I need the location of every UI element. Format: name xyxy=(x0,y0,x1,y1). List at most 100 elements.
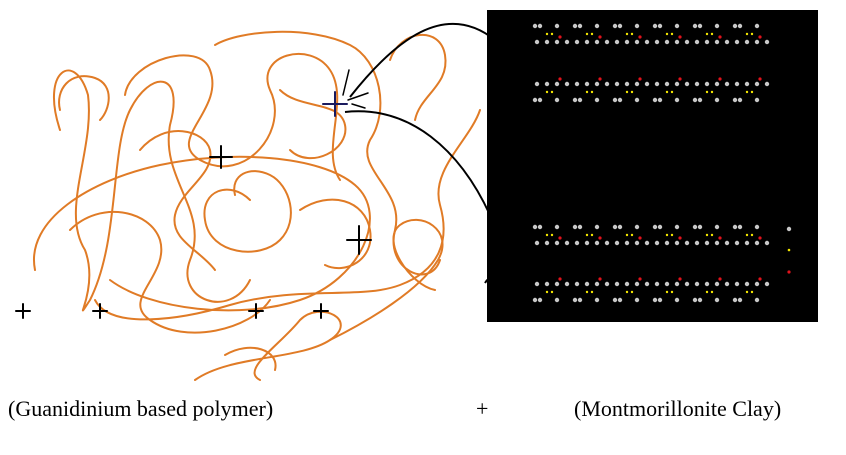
clay-atom xyxy=(617,297,623,303)
polymer-chain xyxy=(124,53,341,181)
plus-charge-icon xyxy=(248,303,264,319)
clay-atom xyxy=(684,240,690,246)
clay-atom xyxy=(532,97,538,103)
clay-atom xyxy=(604,39,610,45)
clay-charge xyxy=(598,236,602,240)
clay-atom xyxy=(572,23,578,29)
clay-atom xyxy=(684,39,690,45)
clay-atom xyxy=(734,281,740,287)
clay-atom xyxy=(744,240,750,246)
clay-charge xyxy=(678,77,682,81)
clay-charge xyxy=(638,35,642,39)
clay-atom xyxy=(732,224,738,230)
polymer-chain xyxy=(203,170,292,253)
clay-site xyxy=(625,290,629,294)
clay-atom xyxy=(674,23,680,29)
clay-site xyxy=(550,233,554,237)
clay-atom xyxy=(754,297,760,303)
clay-atom xyxy=(634,81,640,87)
clay-atom xyxy=(674,81,680,87)
clay-atom xyxy=(754,240,760,246)
clay-atom xyxy=(754,81,760,87)
clay-atom xyxy=(617,97,623,103)
clay-atom xyxy=(634,240,640,246)
clay-atom xyxy=(534,39,540,45)
clay-atom xyxy=(754,23,760,29)
clay-atom xyxy=(604,240,610,246)
clay-atom xyxy=(534,240,540,246)
clay-atom xyxy=(534,281,540,287)
clay-atom xyxy=(714,81,720,87)
clay-atom xyxy=(654,240,660,246)
clay-atom xyxy=(564,39,570,45)
clay-atom xyxy=(744,81,750,87)
clay-atom xyxy=(694,240,700,246)
clay-atom xyxy=(577,23,583,29)
clay-atom xyxy=(544,81,550,87)
clay-atom xyxy=(684,281,690,287)
clay-site xyxy=(550,32,554,36)
clay-atom xyxy=(674,297,680,303)
clay-site xyxy=(585,90,589,94)
plus-charge-icon xyxy=(209,145,233,169)
clay-site xyxy=(705,90,709,94)
clay-atom xyxy=(714,281,720,287)
clay-atom xyxy=(692,23,698,29)
clay-atom xyxy=(734,81,740,87)
clay-atom xyxy=(692,224,698,230)
plus-charge-icon xyxy=(346,225,372,255)
clay-atom xyxy=(634,297,640,303)
polymer-chain xyxy=(94,109,481,321)
clay-site xyxy=(705,32,709,36)
clay-atom xyxy=(644,240,650,246)
clay-atom xyxy=(612,97,618,103)
clay-charge xyxy=(598,277,602,281)
clay-atom xyxy=(594,81,600,87)
clay-atom xyxy=(537,224,543,230)
clay-site xyxy=(745,90,749,94)
clay-site xyxy=(745,233,749,237)
clay-atom xyxy=(657,297,663,303)
clay-atom xyxy=(714,224,720,230)
clay-atom xyxy=(594,224,600,230)
clay-atom xyxy=(572,224,578,230)
clay-atom xyxy=(694,281,700,287)
polymer-chain xyxy=(299,198,372,270)
polymer-chain xyxy=(139,130,216,271)
clay-site xyxy=(585,233,589,237)
clay-atom xyxy=(724,240,730,246)
clay-atom xyxy=(657,97,663,103)
clay-atom xyxy=(724,81,730,87)
clay-atom xyxy=(732,97,738,103)
clay-atom xyxy=(704,39,710,45)
clay-atom xyxy=(634,97,640,103)
clay-atom xyxy=(644,281,650,287)
clay-atom xyxy=(654,281,660,287)
clay-atom xyxy=(554,240,560,246)
clay-atom xyxy=(786,226,792,232)
polymer-chain xyxy=(32,155,371,312)
clay-site xyxy=(745,290,749,294)
clay-atom xyxy=(532,224,538,230)
clay-site xyxy=(545,290,549,294)
clay-site xyxy=(545,233,549,237)
polymer-chain xyxy=(389,33,447,121)
clay-atom xyxy=(737,97,743,103)
clay-atom xyxy=(697,97,703,103)
clay-site xyxy=(625,32,629,36)
clay-atom xyxy=(764,281,770,287)
clay-atom xyxy=(754,224,760,230)
clay-atom xyxy=(754,281,760,287)
clay-site xyxy=(705,290,709,294)
clay-atom xyxy=(537,23,543,29)
clay-site xyxy=(710,290,714,294)
clay-atom xyxy=(554,81,560,87)
clay-atom xyxy=(737,23,743,29)
clay-atom xyxy=(644,81,650,87)
polymer-caption: (Guanidinium based polymer) xyxy=(8,396,274,421)
clay-atom xyxy=(614,39,620,45)
clay-charge xyxy=(758,236,762,240)
clay-charge xyxy=(638,236,642,240)
clay-atom xyxy=(544,39,550,45)
